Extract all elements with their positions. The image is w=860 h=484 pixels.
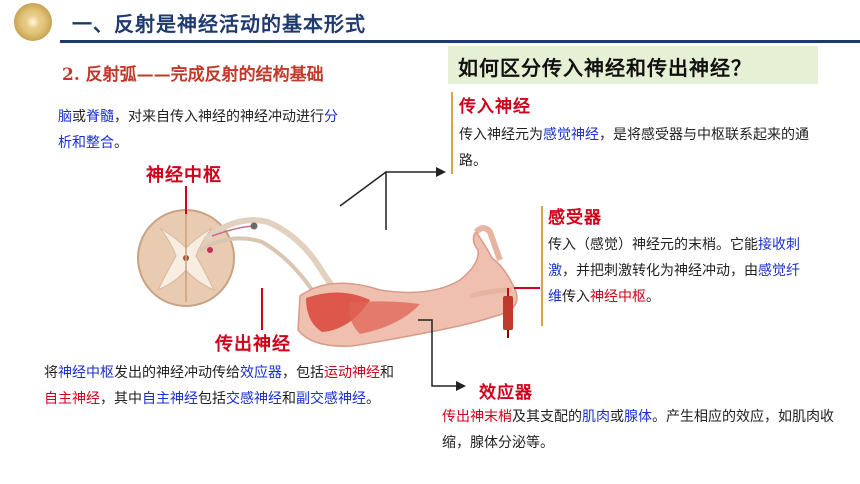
text-segment: 将 — [44, 365, 58, 381]
text-segment: 或 — [610, 409, 624, 425]
nerve-center-description: 脑或脊髓，对来自传入神经的神经冲动进行分析和整合。 — [58, 104, 348, 156]
text-segment: 。 — [114, 135, 128, 151]
nerve-center-label: 神经中枢 — [146, 165, 222, 186]
text-segment: ，对来自传入神经的神经冲动进行 — [114, 109, 324, 125]
text-segment: 腺体 — [624, 409, 652, 425]
efferent-nerve-description: 将神经中枢发出的神经冲动传给效应器，包括运动神经和自主神经，其中自主神经包括交感… — [44, 360, 404, 412]
text-segment: ，包括 — [282, 365, 324, 381]
pointer-arrow-icon — [503, 288, 513, 338]
arm-and-hand-icon — [297, 225, 518, 347]
header-bar: 一、反射是神经活动的基本形式 — [0, 0, 860, 43]
text-segment: 传出神末梢 — [442, 409, 512, 425]
text-segment: 传入 — [562, 289, 590, 305]
text-segment: 脊髓 — [86, 109, 114, 125]
text-segment: 神经中枢 — [58, 365, 114, 381]
receptor-description: 传入（感觉）神经元的末梢。它能接收刺激，并把刺激转化为神经冲动，由感觉纤维传入神… — [548, 232, 808, 310]
header-divider — [60, 40, 860, 43]
text-segment: 。 — [646, 289, 660, 305]
text-segment: ，并把刺激转化为神经冲动，由 — [562, 263, 758, 279]
text-segment: ，其中 — [100, 391, 142, 407]
text-segment: 传入（感觉）神经元的末梢。它能 — [548, 237, 758, 253]
text-segment: 肌肉 — [582, 409, 610, 425]
text-segment: 运动神经 — [324, 365, 380, 381]
afferent-nerve-label: 传入神经 — [459, 97, 531, 117]
receptor-side-bar — [541, 206, 543, 326]
page-title: 一、反射是神经活动的基本形式 — [72, 12, 366, 36]
text-segment: 感觉纤维 — [548, 263, 800, 305]
text-segment: 和 — [282, 391, 296, 407]
text-segment: 脑 — [58, 109, 72, 125]
question-text: 如何区分传入神经和传出神经？ — [458, 56, 752, 80]
text-segment: 自主神经 — [142, 391, 198, 407]
text-segment: 及其支配的 — [512, 409, 582, 425]
effector-description: 传出神末梢及其支配的肌肉或腺体。产生相应的效应，如肌肉收缩，腺体分泌等。 — [442, 404, 842, 456]
text-segment: 自主神经 — [44, 391, 100, 407]
logo-emblem-icon — [14, 3, 52, 41]
efferent-nerve-label: 传出神经 — [215, 334, 291, 355]
afferent-side-bar — [451, 92, 453, 174]
text-segment: 。 — [366, 391, 380, 407]
text-segment: 。产生相应的效应，如肌肉收缩，腺体分泌等。 — [442, 409, 834, 451]
text-segment: 传入神经元为 — [459, 127, 543, 143]
text-segment: 交感神经 — [226, 391, 282, 407]
text-segment: 副交感神经 — [296, 391, 366, 407]
spinal-cord-section-icon — [137, 209, 235, 307]
text-segment: 或 — [72, 109, 86, 125]
section-subtitle: 2. 反射弧——完成反射的结构基础 — [62, 65, 324, 85]
text-segment: 包括 — [198, 391, 226, 407]
text-segment: 接收刺激 — [548, 237, 800, 279]
text-segment: 和 — [380, 365, 394, 381]
text-segment: 神经中枢 — [590, 289, 646, 305]
text-segment: 感觉神经 — [543, 127, 599, 143]
text-segment: 分析和整合 — [58, 109, 338, 151]
text-segment: ，是将感受器与中枢联系起来的通路。 — [459, 127, 809, 169]
text-segment: 发出的神经冲动传给 — [114, 365, 240, 381]
receptor-label: 感受器 — [548, 208, 602, 228]
afferent-nerve-description: 传入神经元为感觉神经，是将感受器与中枢联系起来的通路。 — [459, 122, 829, 174]
text-segment: 效应器 — [240, 365, 282, 381]
effector-label: 效应器 — [479, 383, 533, 403]
question-box: 如何区分传入神经和传出神经？ — [448, 46, 818, 84]
